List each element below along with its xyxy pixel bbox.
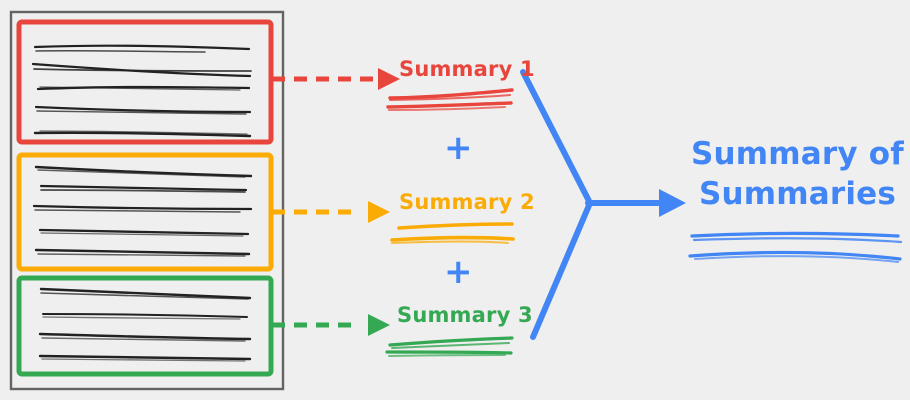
merge-connector bbox=[520, 69, 665, 340]
merge-branch-bottom bbox=[530, 200, 593, 340]
chunk-1-group[interactable] bbox=[16, 19, 514, 145]
chunk-2-arrow-head bbox=[368, 201, 390, 223]
summary-2-label: Summary 2 bbox=[399, 190, 535, 214]
chunk-2-group[interactable] bbox=[16, 152, 515, 272]
plus-operator-1: + bbox=[444, 128, 473, 168]
source-document-container bbox=[9, 10, 285, 391]
chunk-3-text-lines bbox=[38, 287, 252, 362]
summary-3-scribble bbox=[385, 336, 514, 357]
summary-3-label: Summary 3 bbox=[397, 303, 533, 327]
chunk-1-box[interactable] bbox=[16, 19, 274, 145]
chunk-2-box[interactable] bbox=[16, 152, 274, 272]
final-summary-label: Summary of Summaries bbox=[690, 135, 905, 214]
chunk-3-group[interactable] bbox=[16, 275, 514, 377]
chunk-3-box[interactable] bbox=[16, 275, 274, 377]
final-summary-line-1: Summary of bbox=[691, 136, 904, 172]
final-summary-line-2: Summaries bbox=[698, 175, 897, 212]
final-summary-scribble bbox=[688, 231, 903, 263]
chunk-2-text-lines bbox=[32, 165, 253, 257]
summary-1-label: Summary 1 bbox=[399, 57, 535, 81]
merge-arrow-head bbox=[659, 189, 686, 217]
chunk-1-text-lines bbox=[31, 44, 252, 138]
summary-2-scribble bbox=[390, 222, 515, 244]
chunk-3-arrow-head bbox=[368, 314, 390, 336]
merge-branch-top bbox=[520, 69, 593, 206]
summary-1-scribble bbox=[386, 88, 514, 111]
chunk-1-arrow-head bbox=[378, 68, 400, 90]
plus-operator-2: + bbox=[444, 252, 473, 292]
